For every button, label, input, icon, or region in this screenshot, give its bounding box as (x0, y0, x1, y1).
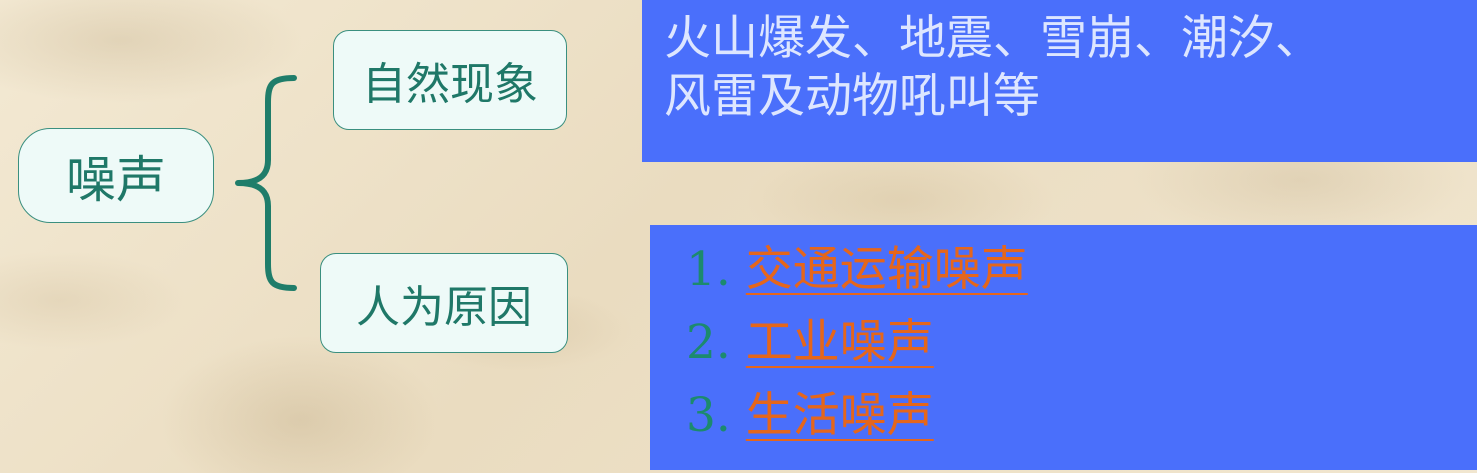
branch-natural-label: 自然现象 (362, 59, 538, 110)
household-noise-link[interactable]: 生活噪声 (745, 388, 934, 443)
natural-description-panel: 火山爆发、地震、雪崩、潮汐、 风雷及动物吼叫等 (642, 0, 1477, 162)
list-item-traffic-noise: 1. 交通运输噪声 (686, 233, 1477, 306)
branch-node-natural: 自然现象 (333, 30, 567, 130)
list-number: 2. (686, 315, 731, 370)
list-number: 3. (686, 388, 731, 443)
natural-description-line-1: 火山爆发、地震、雪崩、潮汐、 (664, 11, 1322, 66)
natural-description-line-2: 风雷及动物吼叫等 (664, 69, 1040, 124)
root-node-label: 噪声 (66, 150, 166, 209)
list-item-industrial-noise: 2. 工业噪声 (686, 306, 1477, 379)
list-item-household-noise: 3. 生活噪声 (686, 379, 1477, 452)
human-causes-panel: 1. 交通运输噪声 2. 工业噪声 3. 生活噪声 (650, 225, 1477, 470)
traffic-noise-link[interactable]: 交通运输噪声 (745, 242, 1028, 297)
branch-node-human: 人为原因 (320, 253, 568, 353)
branch-human-label: 人为原因 (356, 282, 532, 333)
industrial-noise-link[interactable]: 工业噪声 (745, 315, 934, 370)
curly-brace-connector (235, 75, 297, 291)
root-node-noise: 噪声 (18, 128, 214, 223)
list-number: 1. (686, 242, 731, 297)
